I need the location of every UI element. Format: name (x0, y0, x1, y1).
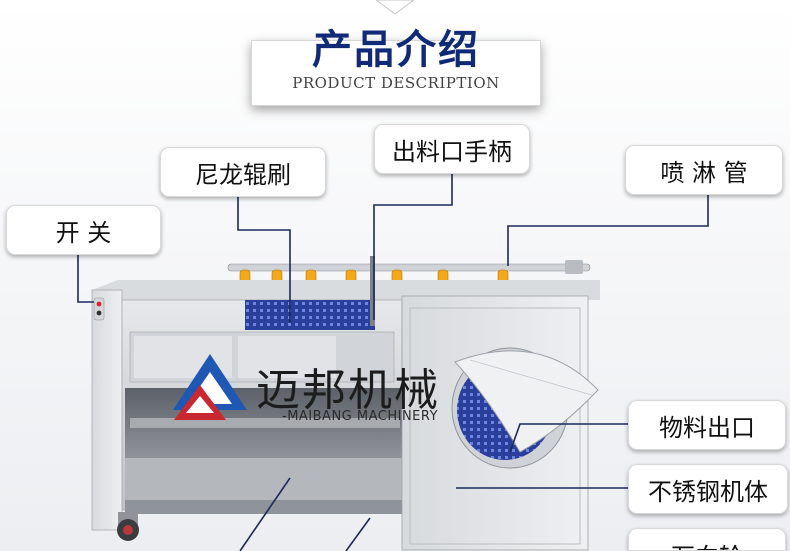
pointer-line-wheel (345, 517, 371, 551)
pointer-lines (77, 174, 709, 551)
callout-spray-pipe: 喷 淋 管 (625, 145, 783, 195)
callout-stainless-body: 不锈钢机体 (628, 464, 788, 514)
section-title-cn: 产品介绍 (312, 27, 480, 73)
outlet-handle (370, 256, 375, 326)
pointer-line-material-outlet (509, 423, 628, 453)
pointer-line-switch (77, 255, 94, 303)
brand-name-en: -MAIBANG MACHINERY (282, 409, 439, 424)
pointer-line-left (239, 477, 291, 551)
maibang-logo-icon (173, 354, 247, 420)
callout-wheel: 万向轮 (628, 528, 786, 551)
material-outlet (451, 347, 599, 469)
section-title-en: PRODUCT DESCRIPTION (292, 74, 500, 92)
section-title-card: 产品介绍 PRODUCT DESCRIPTION (251, 27, 541, 106)
stainless-body (91, 256, 600, 551)
pointer-line-nylon-brush (237, 197, 291, 322)
header-notch-arrow (376, 0, 414, 16)
brand-name-cn: 迈邦机械 (256, 365, 440, 416)
spray-pipe (227, 260, 591, 285)
caster-wheel (117, 512, 139, 541)
power-switch (93, 297, 105, 321)
pointer-line-outlet-handle (373, 174, 453, 320)
callout-material-outlet: 物料出口 (628, 400, 786, 450)
pointer-line-spray-pipe (507, 195, 709, 266)
nylon-brush-roller (245, 300, 375, 330)
callout-switch: 开 关 (6, 205, 161, 255)
callout-outlet-handle: 出料口手柄 (374, 124, 530, 174)
callout-nylon-brush: 尼龙辊刷 (160, 147, 326, 197)
